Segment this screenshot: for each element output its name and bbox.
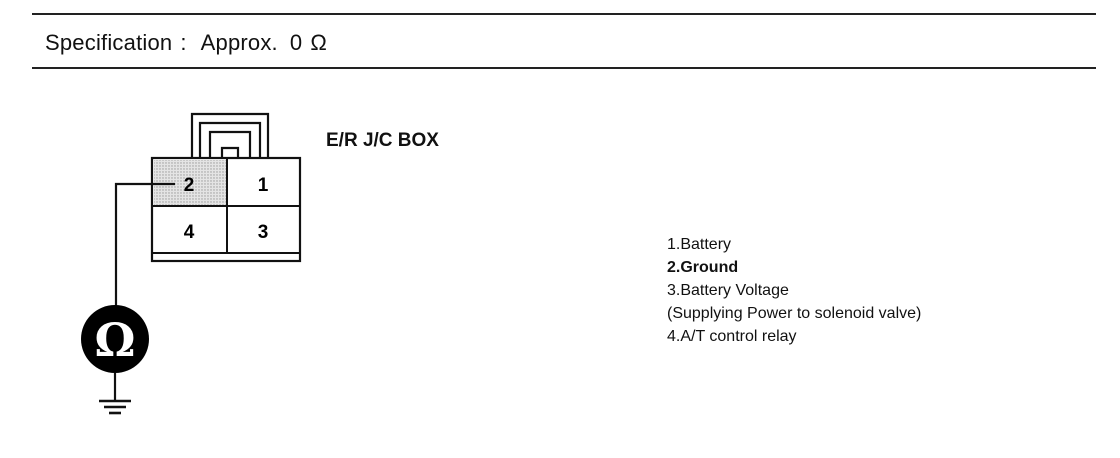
connector-latch	[190, 112, 270, 158]
spec-label: Specification	[45, 30, 173, 55]
pin-legend: 1.Battery 2.Ground 3.Battery Voltage (Su…	[667, 233, 921, 348]
legend-item-4: 4.A/T control relay	[667, 328, 797, 345]
top-divider	[32, 13, 1096, 15]
pin-3-label: 3	[258, 222, 269, 243]
probe-wire	[114, 182, 175, 312]
legend-item-2: 2.Ground	[667, 259, 739, 276]
ohm-symbol: Ω	[95, 313, 136, 367]
connector-body	[150, 156, 302, 263]
spec-value: 0	[289, 30, 303, 55]
ohmmeter-icon: Ω	[81, 305, 149, 373]
legend-item-3: 3.Battery Voltage	[667, 282, 789, 299]
legend-item-3-note: (Supplying Power to solenoid valve)	[667, 305, 922, 322]
spec-unit: Ω	[310, 30, 327, 55]
spec-approx: Approx.	[200, 30, 278, 55]
spec-separator: :	[180, 30, 187, 55]
connector-title: E/R J/C BOX	[326, 130, 439, 151]
pin-2-label: 2	[184, 175, 195, 196]
legend-item-1: 1.Battery	[667, 236, 732, 253]
ground-symbol-icon	[99, 373, 131, 415]
pin-1-label: 1	[258, 175, 269, 196]
bottom-divider	[32, 67, 1096, 69]
pin-4-label: 4	[184, 222, 195, 243]
